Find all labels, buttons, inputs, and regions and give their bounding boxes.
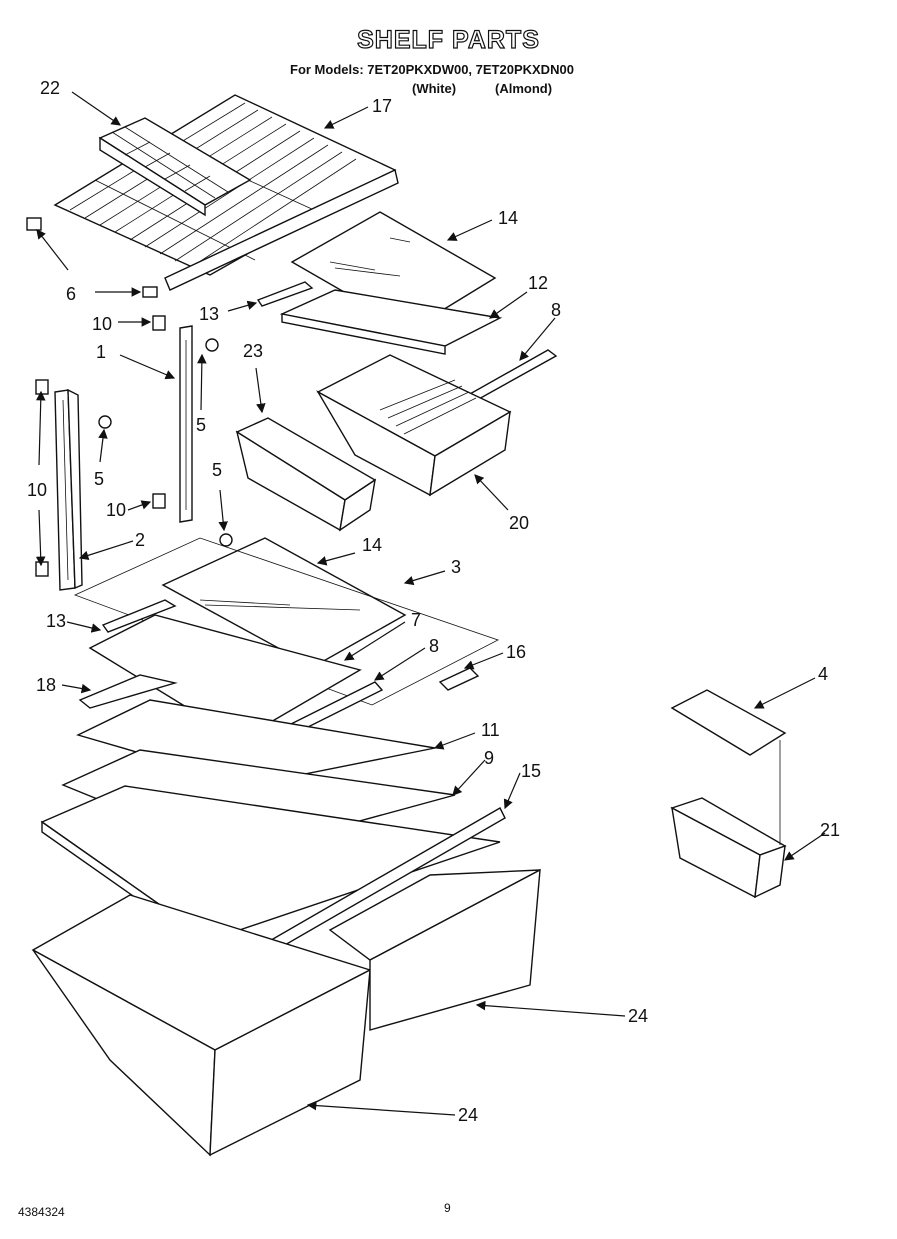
crisper-pans xyxy=(31,868,541,1157)
finish-almond-label: (Almond) xyxy=(495,81,553,96)
callout-9: 9 xyxy=(484,748,495,768)
callout-11: 11 xyxy=(481,720,500,740)
callout-24-right: 24 xyxy=(628,1006,649,1026)
callout-10-upper: 10 xyxy=(92,314,113,334)
callout-8-lower: 8 xyxy=(429,636,440,656)
glass-shelf-lower xyxy=(73,537,500,706)
callout-13-lower: 13 xyxy=(46,611,67,631)
callout-14-lower: 14 xyxy=(362,535,383,555)
footer-part-code: 4384324 xyxy=(18,1205,65,1219)
callout-6: 6 xyxy=(66,284,77,304)
page-title: SHELF PARTS xyxy=(357,25,540,54)
meat-pan xyxy=(316,354,512,497)
dairy-compartment xyxy=(670,689,787,899)
callout-arrows xyxy=(35,91,826,1116)
shelf-support-pegs xyxy=(26,217,158,298)
callout-5-left: 5 xyxy=(94,469,105,489)
callout-20: 20 xyxy=(509,513,530,533)
page-number: 9 xyxy=(444,1201,451,1215)
callout-21: 21 xyxy=(820,820,841,840)
callout-13-upper: 13 xyxy=(199,304,220,324)
door-bin xyxy=(235,417,377,532)
callout-18: 18 xyxy=(36,675,57,695)
callout-22: 22 xyxy=(40,78,61,98)
models-line: For Models: 7ET20PKXDW00, 7ET20PKXDN00 xyxy=(290,62,574,77)
callout-10-lower: 10 xyxy=(106,500,127,520)
callout-7: 7 xyxy=(411,610,422,630)
callout-12: 12 xyxy=(528,273,549,293)
callout-3: 3 xyxy=(451,557,462,577)
callout-24-left: 24 xyxy=(458,1105,479,1125)
callout-2: 2 xyxy=(135,530,146,550)
shelf-frame-upper xyxy=(256,281,503,355)
callout-14-upper: 14 xyxy=(498,208,519,228)
callout-1: 1 xyxy=(96,342,107,362)
callout-16: 16 xyxy=(506,642,527,662)
callout-5-upper: 5 xyxy=(196,415,207,435)
callout-17: 17 xyxy=(372,96,393,116)
callout-10-left: 10 xyxy=(27,480,48,500)
callout-23: 23 xyxy=(243,341,264,361)
ice-cube-tray xyxy=(98,117,252,217)
finish-white-label: (White) xyxy=(412,81,457,96)
callout-4: 4 xyxy=(818,664,829,684)
shelf-ladder-rails xyxy=(54,325,193,591)
shelf-frames-lower xyxy=(61,599,480,856)
callout-15: 15 xyxy=(521,761,542,781)
callout-8-upper: 8 xyxy=(551,300,562,320)
callout-5-lower: 5 xyxy=(212,460,223,480)
